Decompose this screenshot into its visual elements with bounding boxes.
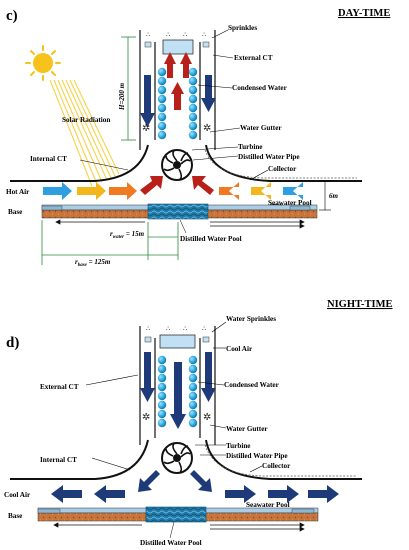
distilled-water-pipe-label: Distilled Water Pipe [238,153,300,161]
cool-air-top-label: Cool Air [226,345,253,353]
leaders-day [79,29,269,181]
condensed-droplets-night [157,355,198,428]
svg-text:⛬: ⛬ [202,325,206,332]
height-dimension [121,36,136,141]
hot-air-arrows [43,176,303,200]
turbine-icon [161,149,193,181]
internal-ct-label: Internal CT [30,155,67,163]
external-ct-label: External CT [234,54,273,62]
distilled-water-pool-label-night: Distilled Water Pool [140,539,202,547]
fan-icon-right: ✲ [203,123,211,134]
collector-canopy-day [10,144,362,182]
distilled-water-pool-label: Distilled Water Pool [180,235,242,243]
collector-label: Collector [268,165,297,173]
svg-text:⛬: ⛬ [166,31,170,38]
sprinkler-tank [162,39,194,55]
turbine-icon-night [161,442,193,474]
condensed-water-label: Condensed Water [232,84,288,92]
collector-label-night: Collector [262,462,291,470]
panel-label-d: d) [6,335,19,351]
leaders-night [85,321,263,473]
turbine-label: Turbine [238,143,263,151]
seawater-inlet-right [289,205,311,211]
svg-text:⛬: ⛬ [166,325,170,332]
base-flow-arrows-day [55,219,305,229]
turbine-label-night: Turbine [226,442,251,450]
solar-rays [49,79,120,187]
fan-icon-left: ✲ [142,123,150,134]
seawater-pool-label: Seawater Pool [268,199,312,207]
external-ct-label-night: External CT [40,383,79,391]
mode-title-day: DAY-TIME [338,8,390,19]
condensed-droplets-day [157,67,198,140]
day-panel: c) DAY-TIME Solar Radiation [6,8,390,268]
svg-text:⛬: ⛬ [146,325,150,332]
panel-label-c: c) [6,8,18,24]
water-gutter-label-night: Water Gutter [226,425,268,433]
downdraft-arrows-day [140,75,216,127]
updraft-arrows-day [164,52,192,110]
mode-title-night: NIGHT-TIME [327,299,393,310]
seawater-pool-label-night: Seawater Pool [246,501,290,509]
svg-text:⛬: ⛬ [146,31,150,38]
base-flow-arrows-night [53,522,305,532]
sprinkler-icons-night: ⛬ ⛬ ⛬ ⛬ [144,325,210,343]
r-water-label: rwater = 15m [110,230,145,240]
distilled-water-pool [147,203,209,220]
solar-radiation-label: Solar Radiation [62,116,110,124]
svg-text:⛬: ⛬ [183,325,187,332]
water-sprinkles-label: Water Sprinkles [226,315,276,323]
fan-icon-right-night: ✲ [203,412,211,423]
sun-icon [25,45,61,81]
night-panel: NIGHT-TIME d) ⛬ ⛬ ⛬ ⛬ ✲ ✲ [4,299,393,547]
svg-text:⛬: ⛬ [183,31,187,38]
water-gutter-label: Water Gutter [240,124,282,132]
cool-air-left-label: Cool Air [4,491,31,499]
distilled-water-pool-night [145,506,207,523]
seawater-inlet-left-night [37,508,61,514]
tower-day [139,30,216,150]
downdraft-arrows-night [140,352,216,429]
base-label-night: Base [8,512,22,520]
r-base-label: rbase = 125m [75,258,111,268]
collector-height-label: 6m [329,192,339,200]
internal-ct-label-night: Internal CT [40,456,77,464]
condensed-water-label-night: Condensed Water [224,381,280,389]
distilled-water-pipe-label-night: Distilled Water Pipe [226,452,288,460]
cool-air-arrows [51,470,339,503]
svg-text:⛬: ⛬ [202,31,206,38]
height-label: H=200 m [118,82,126,111]
radius-dimensions [41,220,179,265]
seawater-inlet-left [41,205,63,211]
sprinkles-label: Sprinkles [228,24,257,32]
fan-icon-left-night: ✲ [142,412,150,423]
base-label: Base [8,208,22,216]
collector-canopy-night [10,439,362,480]
hot-air-label: Hot Air [6,188,30,196]
collector-height-dimension [319,180,331,211]
sprinkler-tank-night [159,334,196,349]
seawater-inlet-right-night [291,508,315,514]
sprinkler-icons: ⛬ ⛬ ⛬ ⛬ [144,31,210,48]
